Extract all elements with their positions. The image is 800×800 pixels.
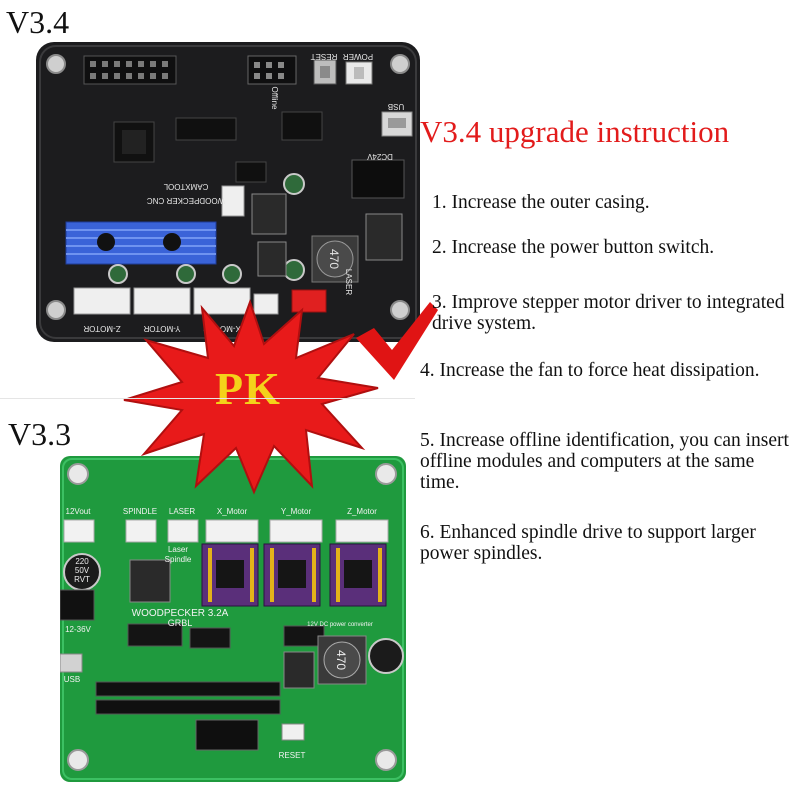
svg-text:Y_Motor: Y_Motor	[281, 507, 312, 516]
svg-text:POWER: POWER	[343, 52, 373, 61]
svg-text:Offline: Offline	[270, 87, 279, 111]
svg-text:CAMXTOOL: CAMXTOOL	[163, 182, 208, 191]
svg-text:50V: 50V	[75, 566, 90, 575]
pk-burst-star-icon	[123, 298, 379, 495]
instruction-item: 3. Improve stepper motor driver to integ…	[432, 292, 785, 334]
svg-text:RVT: RVT	[74, 575, 90, 584]
instruction-item: 1. Increase the outer casing.	[432, 192, 650, 213]
version-label-v33: V3.3	[8, 416, 72, 452]
svg-text:RESET: RESET	[311, 52, 338, 61]
instruction-item: 2. Increase the power button switch.	[432, 237, 715, 258]
svg-text:470: 470	[327, 249, 341, 269]
svg-text:12-36V: 12-36V	[65, 625, 91, 634]
svg-text:220: 220	[75, 557, 89, 566]
svg-text:Z-MOTOR: Z-MOTOR	[83, 324, 120, 333]
section-divider	[0, 398, 415, 399]
svg-text:USB: USB	[388, 102, 404, 111]
svg-text:GRBL: GRBL	[168, 618, 193, 628]
instruction-item: 6. Enhanced spindle drive to support lar…	[420, 522, 756, 564]
svg-text:Laser: Laser	[168, 545, 188, 554]
svg-text:Spindle: Spindle	[165, 555, 192, 564]
board-v34-photo: 470 WOODPECKER CNC CAMXTOOL RESET POWER …	[36, 42, 420, 342]
svg-text:X-MOTOR: X-MOTOR	[203, 324, 241, 333]
svg-text:LASER: LASER	[169, 507, 195, 516]
svg-text:WOODPECKER 3.2A: WOODPECKER 3.2A	[132, 608, 229, 619]
svg-text:X_Motor: X_Motor	[217, 507, 248, 516]
svg-text:USB: USB	[64, 675, 80, 684]
pk-label: PK	[215, 363, 281, 414]
svg-text:12Vout: 12Vout	[66, 507, 92, 516]
svg-text:SPINDLE: SPINDLE	[123, 507, 157, 516]
svg-text:Y-MOTOR: Y-MOTOR	[143, 324, 180, 333]
check-mark-icon	[356, 302, 438, 380]
svg-text:12V DC power converter: 12V DC power converter	[307, 622, 373, 628]
instruction-item: 4. Increase the fan to force heat dissip…	[420, 360, 760, 381]
svg-text:WOODPECKER CNC: WOODPECKER CNC	[147, 196, 225, 205]
svg-text:Z_Motor: Z_Motor	[347, 507, 377, 516]
version-label-v34: V3.4	[6, 4, 70, 40]
board-v33-photo: 220 50V RVT 470 12Vout SPINDLE LASER X_M…	[60, 456, 406, 782]
instruction-item: 5. Increase offline identification, you …	[420, 430, 789, 493]
upgrade-title: V3.4 upgrade instruction	[420, 114, 730, 149]
svg-text:LASER: LASER	[344, 269, 353, 295]
svg-text:RESET: RESET	[279, 751, 306, 760]
svg-text:470: 470	[334, 650, 348, 670]
svg-text:DC24V: DC24V	[366, 152, 392, 161]
